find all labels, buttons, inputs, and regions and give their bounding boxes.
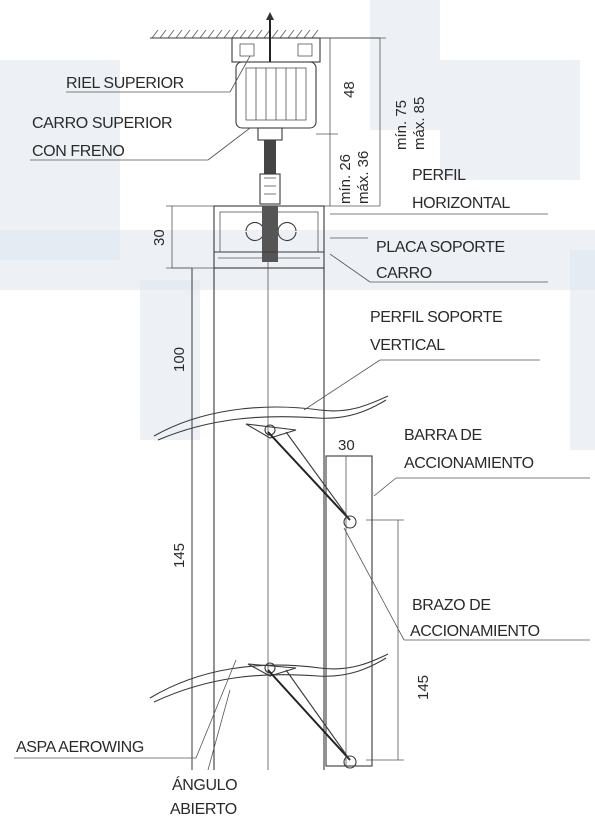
- label-brazo-line1: BRAZO DE: [412, 597, 491, 614]
- label-angulo-line2: ABIERTO: [170, 801, 237, 818]
- background-watermark: [0, 0, 595, 450]
- aerowing-blade-upper: [153, 395, 389, 441]
- label-barra-line1: BARRA DE: [404, 427, 482, 444]
- label-angulo-line1: ÁNGULO: [172, 775, 237, 794]
- dim-min-75: mín. 75: [393, 100, 410, 150]
- label-placa-soporte-line1: PLACA SOPORTE: [376, 239, 505, 256]
- aerowing-blade-lower: [149, 653, 389, 703]
- label-placa-soporte-line2: CARRO: [376, 265, 432, 282]
- label-perfil-horizontal-line2: HORIZONTAL: [412, 195, 510, 212]
- dimension-lines: [166, 37, 404, 770]
- label-barra-line2: ACCIONAMIENTO: [404, 455, 534, 472]
- dim-30-bar: 30: [338, 437, 355, 454]
- label-carro-superior-line2: CON FRENO: [32, 143, 124, 160]
- dim-30-top: 30: [151, 229, 168, 246]
- actuation-bar: [325, 455, 373, 767]
- vertical-support-profile: [191, 262, 325, 770]
- actuation-arm-upper: [267, 431, 357, 529]
- label-brazo-line2: ACCIONAMIENTO: [410, 623, 540, 640]
- actuation-arm-lower: [267, 669, 357, 769]
- dim-max-85: máx. 85: [411, 97, 428, 150]
- label-aspa-aerowing: ASPA AEROWING: [16, 739, 144, 756]
- label-carro-superior-line1: CARRO SUPERIOR: [32, 115, 172, 132]
- component-labels: RIEL SUPERIOR CARRO SUPERIOR CON FRENO P…: [16, 75, 540, 818]
- leader-lines: [14, 55, 590, 771]
- dim-min-26: mín. 26: [337, 154, 354, 204]
- label-perfil-soporte-line2: VERTICAL: [370, 337, 445, 354]
- upper-carriage: [235, 61, 317, 205]
- dim-max-36: máx. 36: [355, 151, 372, 204]
- dimension-labels: 48 mín. 75 máx. 85 mín. 26 máx. 36 30 10…: [151, 81, 432, 700]
- ceiling-hatch: [150, 29, 380, 39]
- dim-100: 100: [171, 347, 188, 372]
- label-perfil-soporte-line1: PERFIL SOPORTE: [370, 309, 502, 326]
- dim-145-left: 145: [171, 543, 188, 568]
- dim-145-right: 145: [415, 675, 432, 700]
- top-rail: [231, 12, 321, 63]
- label-riel-superior: RIEL SUPERIOR: [66, 75, 184, 92]
- dim-48: 48: [341, 81, 358, 98]
- label-perfil-horizontal-line1: PERFIL: [412, 167, 466, 184]
- horizontal-profile: [213, 205, 325, 269]
